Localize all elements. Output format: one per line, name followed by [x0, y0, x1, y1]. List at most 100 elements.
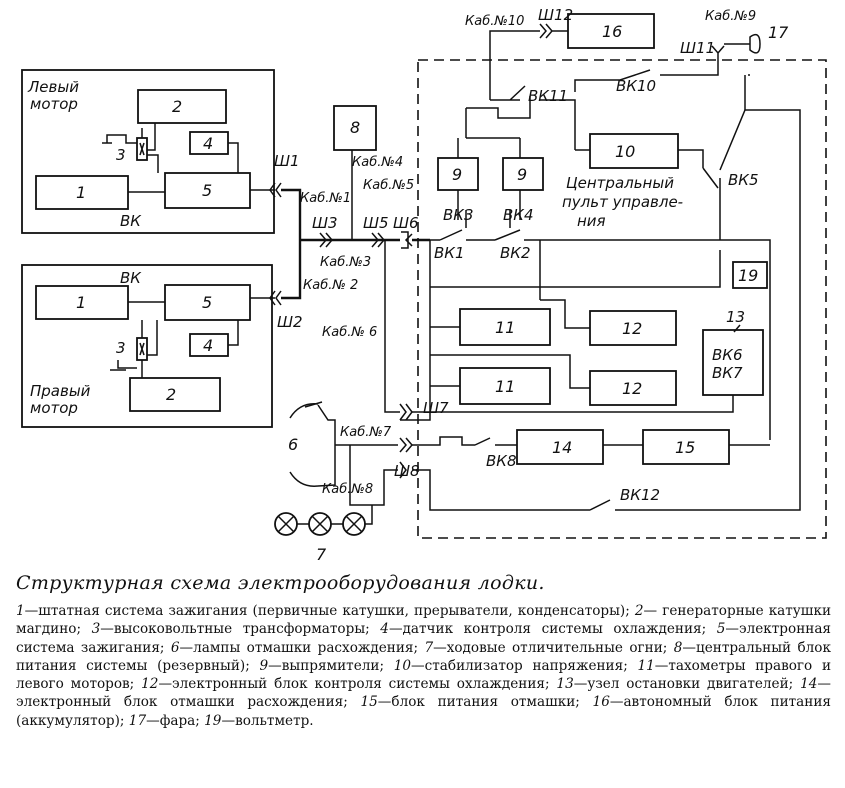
right-motor-group: ВК 1 5 3 4 2 Правый мотор: [21, 264, 275, 428]
block-2-left-label: 2: [172, 97, 182, 116]
block-14: [516, 429, 604, 465]
lamp-6-bottom: [289, 471, 319, 487]
figure-caption: Структурная схема электрооборудования ло…: [16, 572, 831, 730]
block-11b-label: 11: [495, 377, 515, 396]
kab7-label: Каб.№7: [340, 425, 392, 440]
transformer-3-left-core: [139, 142, 145, 156]
lamp-6-wires: [317, 404, 398, 487]
sh6-label: Ш6: [393, 214, 419, 232]
block-16-label: 16: [602, 22, 622, 41]
legend-text: —центральный блок питания системы (резер…: [16, 639, 831, 674]
right-motor-label-line2: мотор: [30, 399, 78, 417]
transformer-3-left-label: 3: [116, 146, 126, 164]
block-9b-label: 9: [517, 165, 527, 184]
legend-number: 7: [424, 639, 434, 656]
sh7-label: Ш7: [423, 399, 449, 417]
block-4-right-label: 4: [203, 336, 213, 355]
legend-number: 14: [800, 676, 818, 693]
legend-number: 11: [637, 657, 655, 674]
legend-text: —фара;: [146, 712, 205, 729]
lights-group: 6 Каб.№7 Каб.№8 7: [274, 401, 398, 564]
lamp-6-top-stem: [304, 401, 323, 408]
vk6-label: ВК6: [712, 346, 742, 364]
legend-text: —высоковольтные трансформаторы;: [100, 621, 381, 638]
lamp-6-top: [289, 403, 319, 419]
legend-text: —датчик контроля системы охлаждения;: [388, 621, 717, 638]
block-19-label: 19: [738, 266, 758, 285]
console-frame: [417, 59, 827, 539]
block-10-label: 10: [615, 142, 635, 161]
voltmeter-wire: [430, 250, 721, 288]
vk11-label: ВК11: [528, 87, 568, 105]
transformer-3-right-core: [139, 342, 145, 356]
cable-6-wire: [384, 240, 400, 413]
block-2-right-label: 2: [166, 385, 176, 404]
kab3-label: Каб.№3: [320, 255, 371, 270]
nav-lights-label: 7: [316, 545, 327, 564]
sh8-label: Ш8: [394, 462, 420, 480]
legend-text: —лампы отмашки расхождения;: [179, 639, 425, 656]
legend-number: 4: [380, 621, 389, 638]
legend-number: 10: [393, 657, 412, 674]
right-internal-wires: [110, 301, 239, 378]
connector-sh7: [399, 403, 413, 421]
kab10-label: Каб.№10: [465, 14, 524, 29]
right-motor-frame: [21, 264, 273, 428]
block-8-label: 8: [350, 118, 360, 137]
block-1-left-label: 1: [76, 183, 86, 202]
vk2-label: ВК2: [500, 244, 530, 262]
block-10: [589, 133, 679, 169]
flash-wires: [412, 436, 770, 446]
sh12-label: Ш12: [538, 6, 573, 24]
kab4-label: Каб.№4: [352, 155, 403, 170]
kab8-label: Каб.№8: [322, 482, 373, 497]
kab1-label: Каб.№1: [300, 191, 351, 206]
left-motor-group: Левый мотор 2 4 1 5 3 ВК: [21, 69, 275, 234]
nav-lights-wires: [297, 505, 373, 525]
connector-sh6-chevron: [404, 233, 413, 247]
main-trunk: Ш3 Ш5 Каб.№3 8 Каб.№4 Каб.№5 Ш6 Каб.№ 6: [281, 105, 419, 413]
legend-number: 12: [141, 676, 159, 693]
wiring-diagram: Левый мотор 2 4 1 5 3 ВК ВК 1 5 3 4 2: [21, 6, 827, 564]
vk5-label: ВК5: [728, 171, 758, 189]
left-internal-wires: [128, 123, 239, 193]
left-motor-label-line2: мотор: [30, 95, 78, 113]
caption-title: Структурная схема электрооборудования ло…: [16, 572, 545, 594]
legend-number: 8: [673, 639, 683, 656]
connector-sh11: [711, 45, 725, 64]
nav-light-2-cross: [311, 515, 329, 533]
legend-text: —блок питания отмашки;: [377, 694, 593, 711]
connector-sh3: [319, 232, 333, 248]
connector-sh6: [401, 231, 409, 249]
left-motor-frame: [21, 69, 275, 234]
headlight-17-label: 17: [768, 23, 789, 42]
headlight-17: [749, 33, 761, 54]
legend-text: —стабилизатор напряжения;: [411, 657, 638, 674]
legend-text: —узел остановки двигателей;: [573, 676, 801, 693]
block-5-left-label: 5: [202, 181, 212, 200]
vk7-label: ВК7: [712, 364, 743, 382]
transformer-3-right-label: 3: [116, 339, 126, 357]
engine-stop-wire: [412, 395, 734, 413]
block-8: [333, 105, 377, 151]
legend-number: 16: [592, 694, 610, 711]
kab2-label: Каб.№ 2: [303, 278, 358, 293]
legend-text: —электронный блок отмашки расхождения;: [16, 676, 831, 711]
sh2-label: Ш2: [277, 313, 303, 331]
kab6-label: Каб.№ 6: [322, 325, 377, 340]
legend-text: —электронный блок контроля системы охлаж…: [158, 676, 557, 693]
block-14-label: 14: [552, 438, 572, 457]
legend-text: —ходовые отличительные огни;: [433, 639, 674, 656]
connectors-sh1-sh2: Ш1 Ш2 Каб.№1 Каб.№ 2: [269, 152, 358, 331]
vk-left-label: ВК: [120, 212, 142, 230]
vk10-wires: [574, 64, 750, 92]
block-15-label: 15: [675, 438, 695, 457]
sh1-label: Ш1: [274, 152, 300, 170]
console-label-line3: ния: [577, 212, 606, 230]
connector-sh2: [269, 290, 282, 306]
legend-text: —вольтметр.: [221, 712, 314, 729]
legend-text: —штатная система зажигания (первичные ка…: [24, 603, 635, 619]
block-15: [642, 429, 730, 465]
nav-light-3-cross: [345, 515, 363, 533]
vk-right-label: ВК: [120, 269, 142, 287]
